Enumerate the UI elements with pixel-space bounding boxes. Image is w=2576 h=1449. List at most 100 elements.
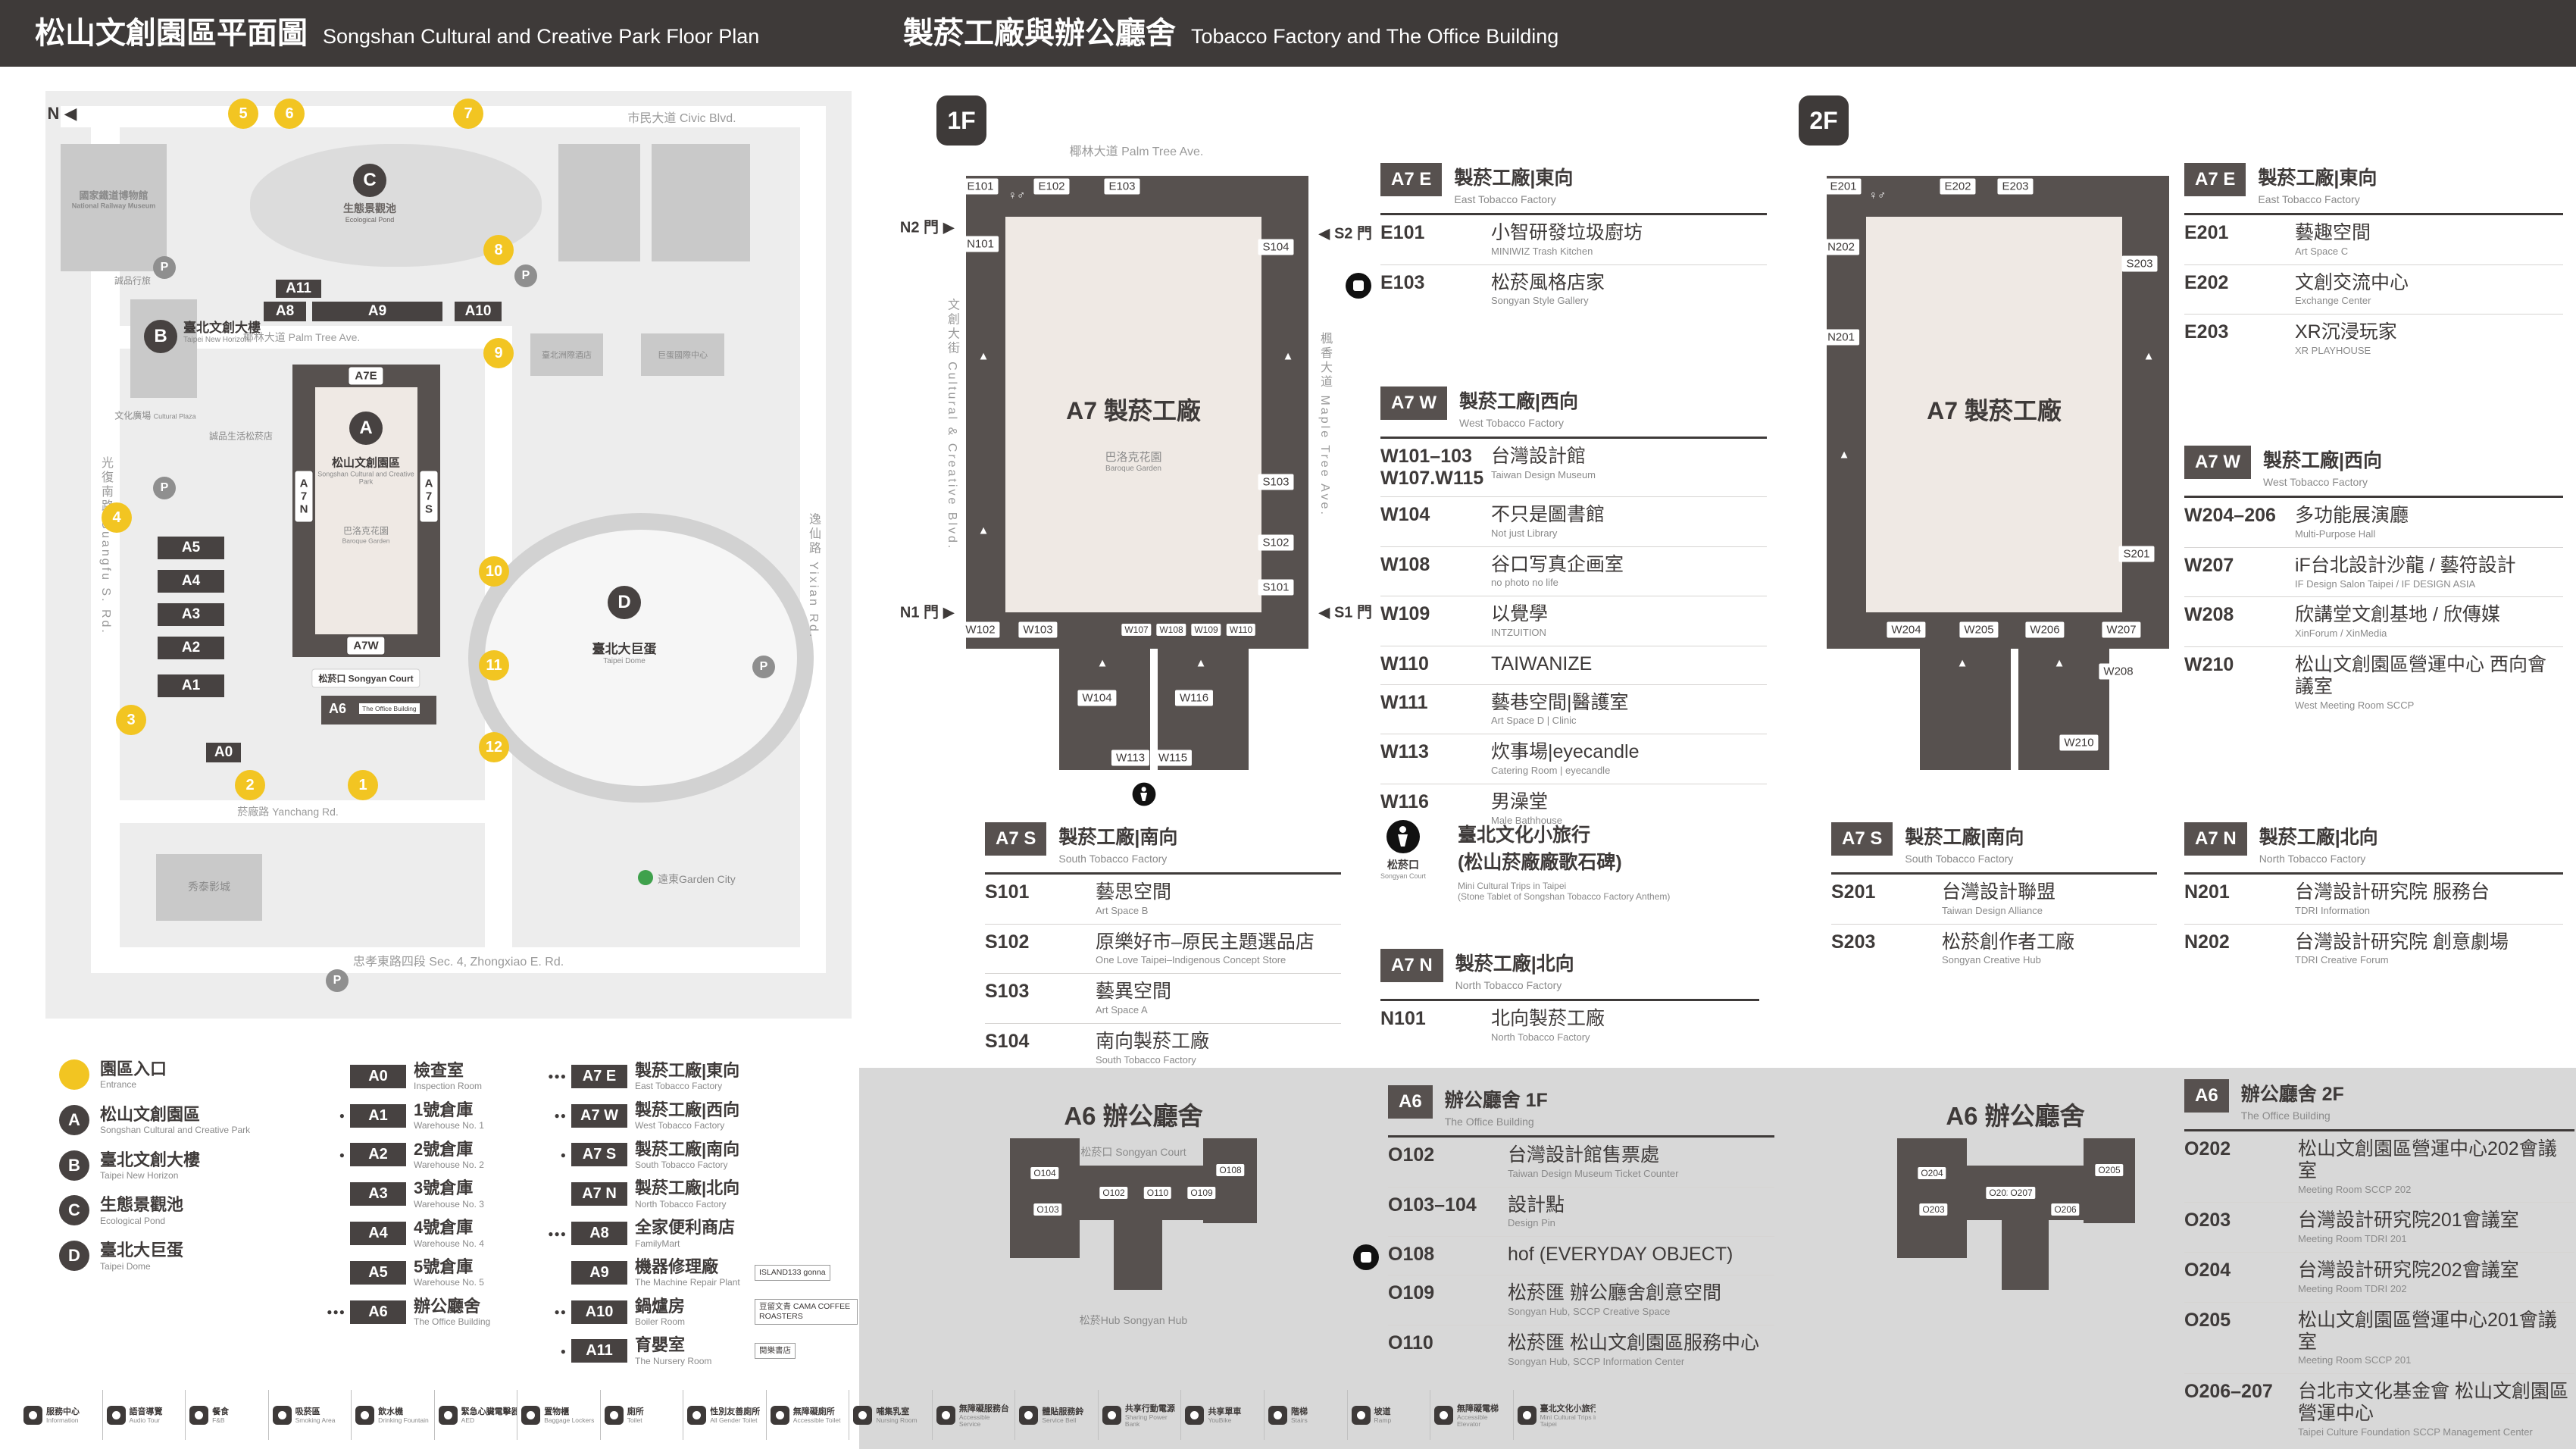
- section-badge: A7 W: [2184, 446, 2251, 480]
- office-building-chip: The Office Building: [359, 703, 420, 714]
- nursing-room-icon: [853, 1405, 873, 1425]
- floor-2-badge: 2F: [1799, 95, 1849, 146]
- room-chip: O103: [1033, 1203, 1062, 1216]
- amenity-icons: ●: [560, 1345, 567, 1357]
- cinema-block: [156, 854, 262, 921]
- map-a4-chip: A4: [158, 570, 224, 593]
- room-chip: E201: [1825, 178, 1862, 195]
- room-chip: O205: [2095, 1164, 2124, 1176]
- map-a10-chip: A10: [455, 302, 502, 321]
- map-a0-chip: A0: [206, 743, 241, 762]
- eslite-hotel-label: 誠品行旅: [114, 275, 152, 286]
- power-bank-icon: [1102, 1405, 1121, 1425]
- amenity-icons: ●: [339, 1149, 345, 1160]
- room-chip: E102: [1033, 178, 1070, 195]
- room-chip: O204: [1918, 1167, 1946, 1179]
- map-a7s-chip: A7S: [420, 471, 438, 522]
- room-chip: O109: [1187, 1187, 1216, 1199]
- section-badge: A6: [2184, 1079, 2229, 1113]
- cultural-plaza-label: 文化廣場 Cultural Plaza: [114, 410, 196, 421]
- building-code-chip: A1: [350, 1103, 406, 1128]
- street-guangfu-label: 光復南路 Guangfu S. Rd.: [99, 456, 112, 635]
- block-northeast-1: [558, 144, 640, 261]
- building-code-chip: A0: [350, 1064, 406, 1088]
- stairs-icon: ▲: [1838, 448, 1850, 462]
- stairs-icon: ▲: [2053, 656, 2065, 670]
- all-gender-toilet-icon: [687, 1405, 707, 1425]
- room-chip: O206: [2051, 1203, 2080, 1216]
- entrance-marker: 3: [116, 705, 146, 735]
- entrance-marker: 2: [235, 770, 265, 800]
- room-chip: E203: [1997, 178, 2034, 195]
- map-a1-chip: A1: [158, 674, 224, 697]
- room-row: O108 hof (EVERYDAY OBJECT): [1353, 1237, 1774, 1276]
- map-a7n-chip: A7N: [295, 471, 313, 522]
- room-chip: O102: [1099, 1187, 1128, 1199]
- stairs-icon: ▲: [977, 524, 989, 537]
- walking-person-icon: [1386, 820, 1420, 853]
- toilet-icon: [604, 1405, 624, 1425]
- room-chip: N201: [1823, 329, 1859, 346]
- room-chip: W103: [1018, 621, 1058, 638]
- park-name-label: 松山文創園區 Songshan Cultural and Creative Pa…: [317, 456, 414, 486]
- room-chip: W115: [1153, 750, 1193, 766]
- amenity-icons: ●●●: [548, 1071, 567, 1082]
- building-code-chip: A2: [350, 1143, 406, 1167]
- left-title-zh: 松山文創園區平面圖: [35, 17, 308, 50]
- street-yanchang-label: 菸廠路 Yanchang Rd.: [237, 806, 339, 818]
- section-badge: A7 S: [985, 822, 1047, 856]
- room-chip: W206: [2025, 621, 2065, 638]
- room-chip: W104: [1077, 690, 1117, 706]
- gate-n2: N2 門 ▶: [899, 219, 955, 236]
- area-c-marker: C: [353, 164, 386, 197]
- area-b-marker: B: [144, 320, 177, 353]
- street-palm-1f: 椰林大道 Palm Tree Ave.: [1069, 146, 1204, 158]
- plan-1f-left-wing: [1059, 649, 1150, 770]
- lockers-icon: [521, 1405, 541, 1425]
- room-chip: W109: [1191, 624, 1221, 636]
- gate-s2: ◀ S2 門: [1318, 225, 1372, 243]
- room-row-o302: 3F O302 松山文創園區營運中心301會議室Meeting Room SCC…: [2184, 1445, 2574, 1449]
- amenity-icons: ●●: [554, 1307, 567, 1318]
- information-icon: [23, 1405, 42, 1425]
- stairs-icon: ▲: [2143, 349, 2155, 363]
- plan-1f-courtyard: [1005, 217, 1261, 612]
- building-code-chip: A5: [350, 1260, 406, 1285]
- dome-label: 臺北大巨蛋 Taipei Dome: [592, 642, 657, 665]
- amenity-icons: ●: [560, 1149, 567, 1160]
- entrance-marker: 4: [102, 502, 132, 533]
- area-key-icon: A: [59, 1104, 89, 1135]
- room-chip: O108: [1216, 1164, 1245, 1176]
- entrance-marker: 10: [479, 556, 509, 587]
- room-chip: W207: [2102, 621, 2141, 638]
- room-chip: S201: [2118, 546, 2155, 562]
- room-chip: S203: [2121, 255, 2158, 272]
- room-chip: S103: [1258, 474, 1294, 490]
- eslite-store-label: 誠品生活松菸店: [208, 430, 274, 442]
